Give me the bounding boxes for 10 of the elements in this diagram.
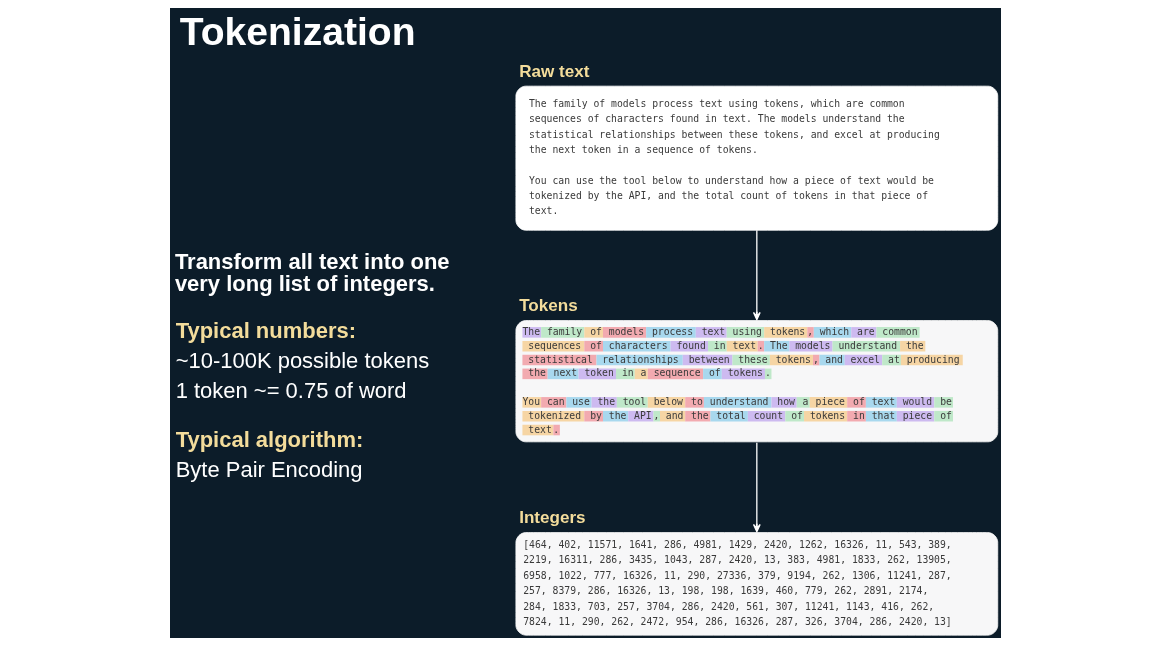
- node-label: Tokens: [519, 296, 578, 316]
- label: ~10-100K possible tokens: [175, 348, 430, 374]
- node-label: Raw text: [519, 62, 590, 82]
- label: 1 token ~= 0.75 of word: [175, 377, 407, 403]
- label: Transform all text into one very long list of integers.: [174, 248, 450, 296]
- label: Typical numbers:: [175, 318, 356, 344]
- label: Typical algorithm:: [175, 427, 364, 453]
- label: Byte Pair Encoding: [175, 457, 363, 483]
- node-label: Integers: [519, 508, 586, 528]
- diagram-title: Tokenization: [179, 9, 416, 53]
